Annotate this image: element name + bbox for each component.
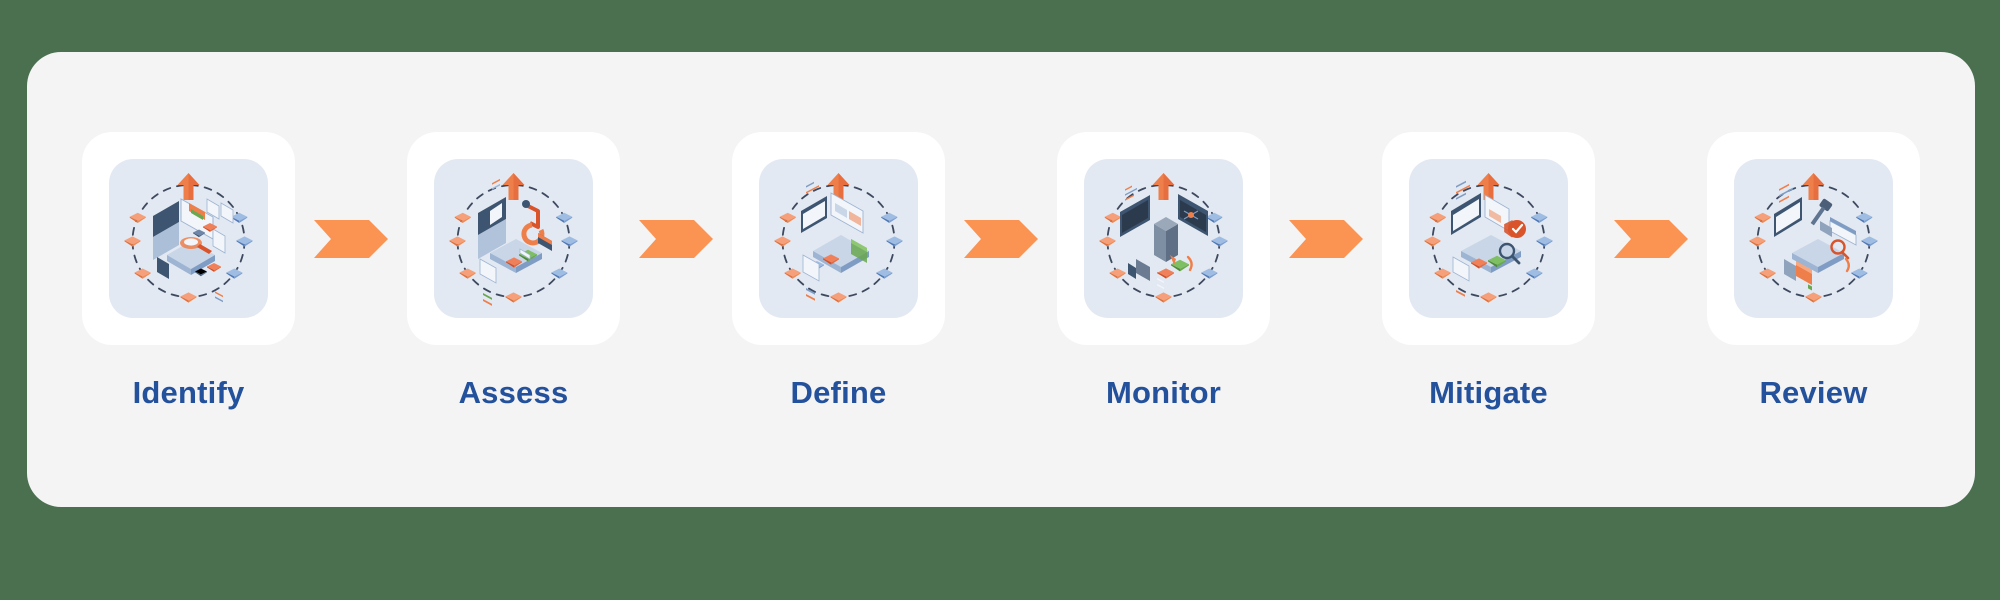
chevron-arrow-right-icon: [639, 219, 713, 258]
isometric-planning-board-icon: [759, 159, 918, 318]
step-label-mitigate: Mitigate: [1429, 375, 1548, 410]
flow-container-card: [27, 52, 1975, 507]
flow-connector-1: [295, 132, 407, 345]
chevron-arrow-right-icon: [964, 219, 1038, 258]
flow-connector-3: [945, 132, 1057, 345]
step-card-review[interactable]: [1707, 132, 1920, 345]
flow-step-identify[interactable]: Identify: [82, 132, 295, 408]
isometric-risk-dashboard-icon: [109, 159, 268, 318]
process-flow: Identify: [27, 52, 1975, 507]
step-card-identify[interactable]: [82, 132, 295, 345]
chevron-arrow-right-icon: [1289, 219, 1363, 258]
flow-step-review[interactable]: Review: [1707, 132, 1920, 408]
chevron-arrow-right-icon: [314, 219, 388, 258]
isometric-server-monitoring-icon: [1084, 159, 1243, 318]
step-card-assess[interactable]: [407, 132, 620, 345]
flow-connector-4: [1270, 132, 1382, 345]
step-card-define[interactable]: [732, 132, 945, 345]
step-label-review: Review: [1759, 375, 1868, 410]
flow-step-monitor[interactable]: Monitor: [1057, 132, 1270, 408]
step-card-monitor[interactable]: [1057, 132, 1270, 345]
flow-connector-2: [620, 132, 732, 345]
chevron-arrow-right-icon: [1614, 219, 1688, 258]
step-card-mitigate[interactable]: [1382, 132, 1595, 345]
step-label-assess: Assess: [458, 375, 569, 410]
isometric-audit-review-icon: [1734, 159, 1893, 318]
step-label-define: Define: [790, 375, 887, 410]
flow-connector-5: [1595, 132, 1707, 345]
isometric-shield-control-icon: [1409, 159, 1568, 318]
flow-step-mitigate[interactable]: Mitigate: [1382, 132, 1595, 408]
step-label-identify: Identify: [132, 375, 245, 410]
isometric-robot-arm-assessment-icon: [434, 159, 593, 318]
flow-step-assess[interactable]: Assess: [407, 132, 620, 408]
flow-step-define[interactable]: Define: [732, 132, 945, 408]
step-label-monitor: Monitor: [1105, 375, 1222, 410]
